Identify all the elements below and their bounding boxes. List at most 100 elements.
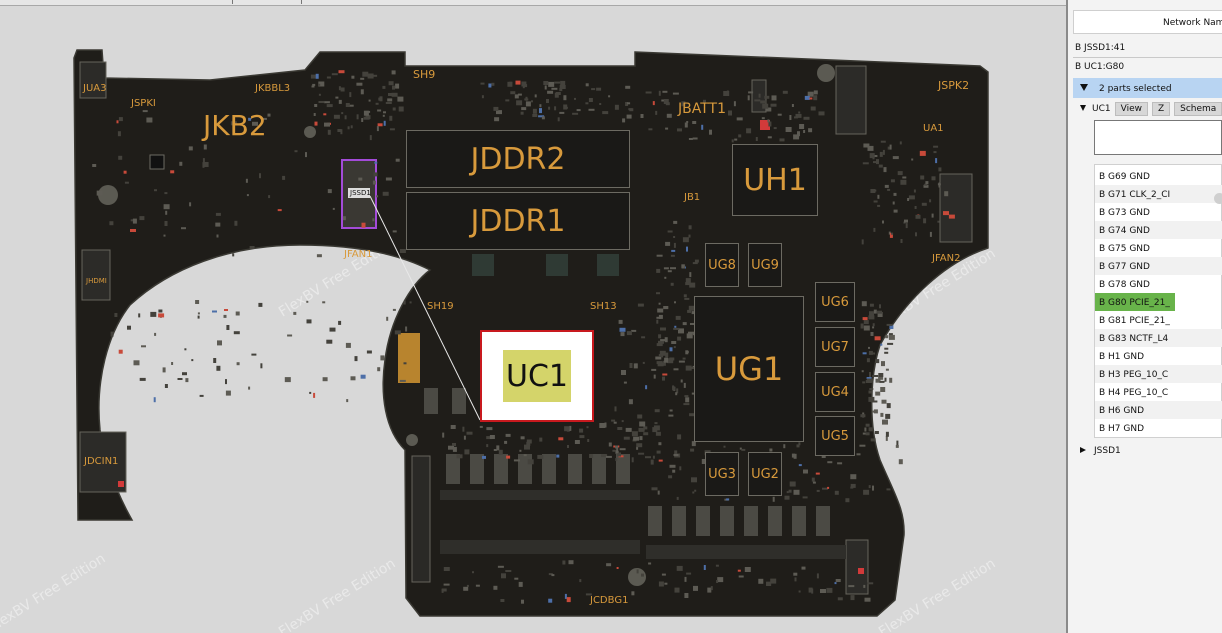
part-row-jssd1[interactable]: JSSD1 bbox=[1080, 446, 1121, 456]
splitter[interactable] bbox=[1066, 0, 1068, 633]
pad-row bbox=[440, 540, 640, 554]
smd-part bbox=[579, 428, 584, 433]
label-jdcin1: JDCIN1 bbox=[84, 456, 119, 467]
smd-part bbox=[734, 138, 738, 141]
smd-part bbox=[897, 171, 903, 176]
smd-part bbox=[797, 131, 800, 137]
smd-part bbox=[875, 359, 880, 364]
network-name-header[interactable]: Network Nam bbox=[1073, 10, 1222, 34]
chip-jddr2[interactable]: JDDR2 bbox=[406, 130, 630, 188]
net-line-jssd1[interactable]: B JSSD1:41 bbox=[1075, 43, 1126, 53]
chip-ug7[interactable]: UG7 bbox=[815, 327, 855, 367]
smd-part bbox=[728, 110, 732, 116]
schematic-button[interactable]: Schema bbox=[1174, 102, 1222, 116]
chip-ug8[interactable]: UG8 bbox=[705, 243, 739, 287]
chip-ug9[interactable]: UG9 bbox=[748, 243, 782, 287]
smd-part bbox=[127, 325, 131, 330]
smd-part bbox=[862, 162, 869, 165]
pin-row[interactable]: B G77 GND bbox=[1095, 257, 1222, 275]
smd-part bbox=[709, 129, 712, 135]
expand-triangle-icon[interactable] bbox=[1080, 84, 1088, 91]
smd-part bbox=[865, 380, 872, 383]
pin-row[interactable]: B H4 PEG_10_C bbox=[1099, 388, 1169, 398]
smd-part bbox=[638, 452, 645, 455]
label-ug1: UG1 bbox=[714, 350, 784, 388]
smd-part bbox=[526, 439, 532, 444]
smd-part bbox=[690, 448, 695, 452]
pin-row[interactable]: B H3 PEG_10_C bbox=[1095, 365, 1222, 383]
smd-part bbox=[615, 451, 618, 454]
smd-part bbox=[554, 106, 557, 111]
smd-part bbox=[188, 146, 193, 151]
chip-uh1[interactable]: UH1 bbox=[732, 144, 818, 216]
expand-triangle-icon[interactable] bbox=[1080, 105, 1086, 111]
smd-part bbox=[248, 117, 252, 121]
smd-part bbox=[915, 214, 921, 219]
smd-part bbox=[258, 302, 263, 307]
smd-part bbox=[189, 202, 192, 207]
smd-part bbox=[559, 111, 565, 114]
chip-ug4[interactable]: UG4 bbox=[815, 372, 855, 412]
smd-part bbox=[822, 487, 828, 490]
pin-row[interactable]: B G69 GND bbox=[1099, 172, 1150, 182]
smd-part bbox=[755, 137, 758, 141]
pin-list[interactable]: B G69 GND B G71 CLK_2_CI B G73 GND B G74 GN… bbox=[1094, 164, 1222, 438]
chip-ug1[interactable]: UG1 bbox=[694, 296, 804, 442]
smd-part bbox=[628, 108, 633, 111]
chip-ug5[interactable]: UG5 bbox=[815, 416, 855, 456]
smd-part bbox=[260, 363, 263, 369]
smd-part bbox=[890, 179, 895, 183]
smd-part bbox=[631, 329, 637, 332]
pin-row[interactable]: B G73 GND bbox=[1099, 208, 1150, 218]
board-viewport[interactable]: FlexBV Free Edition FlexBV Free Edition … bbox=[0, 0, 1066, 633]
label-sh13: SH13 bbox=[590, 301, 617, 312]
filter-box[interactable] bbox=[1094, 120, 1222, 155]
smd-part bbox=[671, 341, 677, 344]
pin-row[interactable]: B G75 GND bbox=[1099, 244, 1150, 254]
smd-part bbox=[690, 323, 694, 325]
smd-part bbox=[318, 81, 325, 87]
smd-part bbox=[546, 99, 549, 103]
smd-part bbox=[544, 85, 547, 90]
z-button[interactable]: Z bbox=[1151, 102, 1171, 116]
pin-row[interactable]: B G83 NCTF_L4 bbox=[1095, 329, 1222, 347]
label-jbatt1: JBATT1 bbox=[678, 101, 726, 117]
pin-row[interactable]: B G74 GND bbox=[1095, 221, 1222, 239]
smd-part bbox=[872, 326, 875, 329]
pcb-board[interactable] bbox=[0, 0, 1066, 633]
net-line-uc1[interactable]: B UC1:G80 bbox=[1075, 62, 1125, 72]
pin-row[interactable]: B G81 PCIE_21_ bbox=[1099, 316, 1170, 326]
smd-part bbox=[641, 573, 644, 577]
smd-part bbox=[658, 302, 661, 305]
chip-jddr1[interactable]: JDDR1 bbox=[406, 192, 630, 250]
scrollbar-thumb[interactable] bbox=[1214, 193, 1222, 204]
smd-part bbox=[768, 121, 772, 127]
smd-part bbox=[887, 188, 891, 191]
pin-row[interactable]: B H6 GND bbox=[1095, 401, 1222, 419]
smd-part bbox=[885, 368, 889, 371]
smd-part bbox=[619, 327, 626, 332]
smd-part bbox=[637, 414, 643, 419]
smd-part bbox=[489, 435, 495, 439]
pin-row[interactable]: B G78 GND bbox=[1099, 280, 1150, 290]
selection-row[interactable]: 2 parts selected bbox=[1073, 78, 1222, 98]
pin-row[interactable]: B G80 PCIE_21_ bbox=[1095, 293, 1175, 311]
smd-part bbox=[796, 444, 800, 448]
smd-part bbox=[798, 464, 802, 467]
smd-part bbox=[872, 410, 878, 413]
smd-part bbox=[880, 387, 886, 392]
smd-part bbox=[686, 246, 688, 252]
pin-row[interactable]: B G71 CLK_2_CI bbox=[1095, 185, 1222, 203]
smd-part bbox=[684, 297, 690, 300]
view-button[interactable]: View bbox=[1114, 102, 1148, 116]
chip-ug6[interactable]: UG6 bbox=[815, 282, 855, 322]
chip-ug2[interactable]: UG2 bbox=[748, 452, 782, 496]
chip-ug3[interactable]: UG3 bbox=[705, 452, 739, 496]
smd-part bbox=[375, 102, 379, 105]
pin-row[interactable]: B H7 GND bbox=[1099, 424, 1145, 434]
smd-part bbox=[327, 189, 332, 194]
collapse-triangle-icon[interactable] bbox=[1080, 447, 1086, 453]
pin-row[interactable]: B H1 GND bbox=[1099, 352, 1145, 362]
smd-part bbox=[856, 453, 861, 456]
